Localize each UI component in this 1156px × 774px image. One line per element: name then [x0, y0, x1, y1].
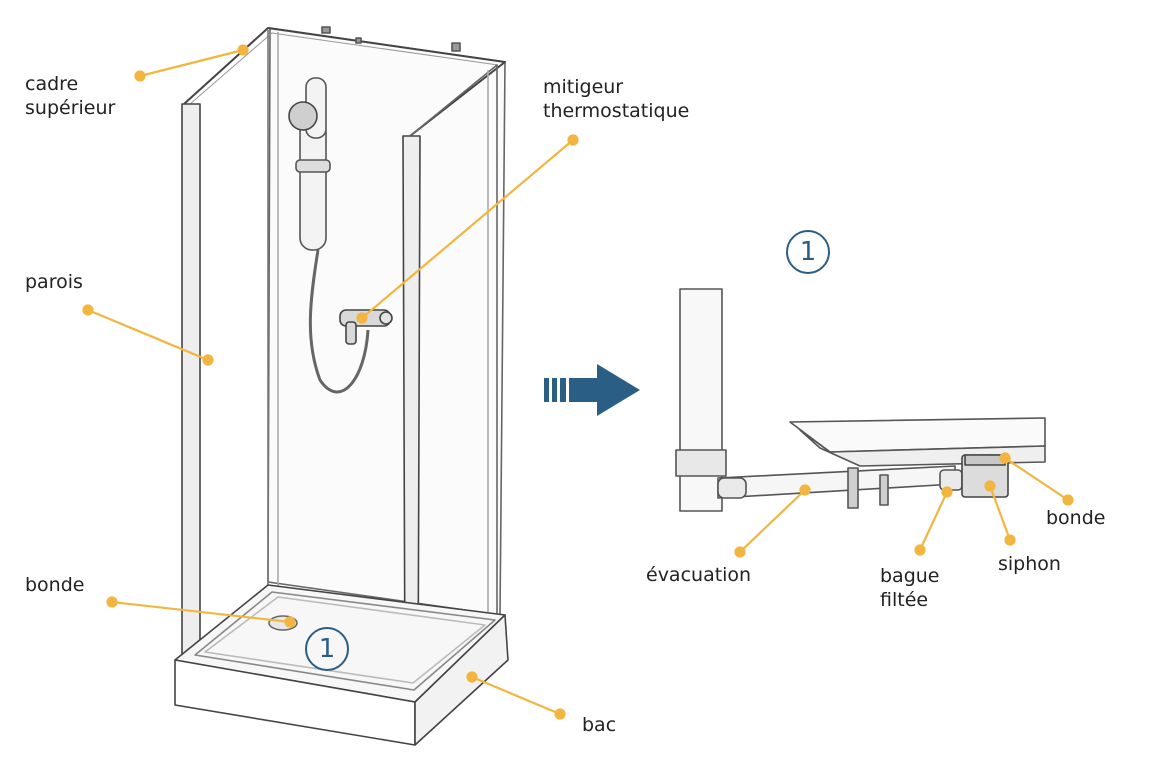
leader-parois	[87, 308, 209, 362]
label-cadre-superieur: cadre supérieur	[25, 72, 115, 120]
label-evacuation: évacuation	[646, 564, 752, 586]
label-mitigeur: mitigeur thermostatique	[543, 75, 689, 123]
label-mitigeur-line1: mitigeur	[543, 76, 624, 98]
label-bac: bac	[582, 714, 617, 736]
vertical-pipe	[679, 288, 723, 512]
label-bonde-right: bonde	[1046, 507, 1106, 529]
leader-cadre	[139, 48, 244, 78]
leader-siphon	[988, 485, 1012, 541]
label-cadre-line2: supérieur	[25, 97, 116, 119]
leader-bague	[919, 491, 948, 551]
drain-detail	[675, 288, 1046, 512]
label-bonde-left: bonde	[25, 574, 85, 596]
label-bague-filtee: bague filtée	[880, 564, 940, 612]
shower-tray-side	[414, 614, 509, 746]
shower-cabin	[174, 26, 509, 746]
left-wall	[181, 103, 201, 666]
label-bague-line1: bague	[880, 565, 940, 587]
detail-badge-plumbing: 1	[786, 230, 830, 274]
label-siphon: siphon	[998, 553, 1061, 575]
shower-head	[288, 101, 318, 131]
right-arrow-icon	[544, 364, 640, 416]
label-mitigeur-line2: thermostatique	[543, 100, 690, 122]
leader-bac	[471, 675, 561, 716]
label-bague-line2: filtée	[880, 589, 929, 611]
leader-lines	[82, 44, 1074, 720]
drain-pipe	[717, 465, 956, 499]
filter-ring	[939, 469, 963, 491]
top-frame	[183, 27, 506, 137]
label-cadre-line1: cadre	[25, 73, 79, 95]
detail-badge-cabin: 1	[305, 627, 349, 671]
leader-evacuation	[739, 489, 806, 553]
leader-bonde-left	[111, 600, 291, 624]
leader-bonde-right	[1004, 457, 1069, 501]
shower-hose	[308, 249, 370, 394]
label-parois: parois	[25, 271, 83, 293]
leader-mitigeur	[361, 139, 574, 319]
